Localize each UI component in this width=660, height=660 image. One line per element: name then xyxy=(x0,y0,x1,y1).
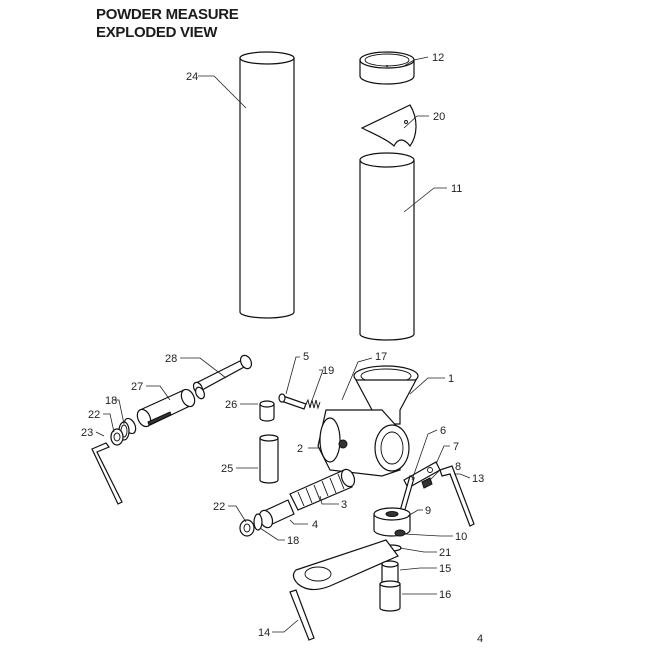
part-27-drum xyxy=(123,386,206,435)
part-10-screw xyxy=(394,529,406,537)
part-26-bushing xyxy=(259,400,275,422)
callout-3: 3 xyxy=(341,499,347,511)
diagram-subtitle: EXPLODED VIEW xyxy=(96,24,218,41)
part-4-adapter xyxy=(258,499,295,529)
callout-23: 23 xyxy=(81,427,93,439)
callout-5: 5 xyxy=(303,351,309,363)
part-24-tube xyxy=(239,51,295,319)
part-13-hex-key xyxy=(439,465,475,527)
callout-10: 10 xyxy=(455,531,467,543)
callout-28: 28 xyxy=(165,353,177,365)
callout-17: 17 xyxy=(375,351,387,363)
part-19-spring xyxy=(305,398,321,410)
part-1-body xyxy=(317,379,417,477)
part-23-hex-key xyxy=(91,442,123,505)
part-22-washer-right xyxy=(239,519,255,537)
part-22-washer-left xyxy=(110,428,124,446)
part-14-base-plate xyxy=(289,539,399,641)
callout-13: 13 xyxy=(472,473,484,485)
part-18-ring-right xyxy=(253,513,263,531)
callout-7: 7 xyxy=(453,441,459,453)
callout-12: 12 xyxy=(432,52,444,64)
callout-22-right: 22 xyxy=(213,501,225,513)
part-3-drum xyxy=(289,468,356,511)
callout-11: 11 xyxy=(451,183,462,195)
part-12-cap xyxy=(359,51,415,85)
part-11-tube xyxy=(359,152,415,341)
callout-20: 20 xyxy=(433,111,445,123)
callout-21: 21 xyxy=(439,547,451,559)
part-16-drop-tube xyxy=(379,580,401,612)
part-20-baffle xyxy=(360,104,417,148)
callout-19: 19 xyxy=(322,365,334,377)
callout-8: 8 xyxy=(455,461,461,473)
callout-14: 14 xyxy=(258,627,270,639)
callout-16: 16 xyxy=(439,589,451,601)
callout-26: 26 xyxy=(225,399,237,411)
callout-1: 1 xyxy=(448,373,454,385)
diagram-title: POWDER MEASURE xyxy=(96,6,239,23)
callout-15: 15 xyxy=(439,563,451,575)
part-5-pin xyxy=(278,393,307,410)
callout-24: 24 xyxy=(186,71,198,83)
callout-22-left: 22 xyxy=(88,409,100,421)
callout-9: 9 xyxy=(425,505,431,517)
page-number: 4 xyxy=(477,633,484,645)
callout-18-left: 18 xyxy=(105,395,117,407)
callout-4: 4 xyxy=(312,519,318,531)
callout-18-right: 18 xyxy=(287,535,299,547)
callout-2: 2 xyxy=(297,443,303,455)
callout-25: 25 xyxy=(221,463,233,475)
part-25-sleeve xyxy=(259,434,279,484)
callout-27: 27 xyxy=(131,381,143,393)
callout-6: 6 xyxy=(440,425,446,437)
